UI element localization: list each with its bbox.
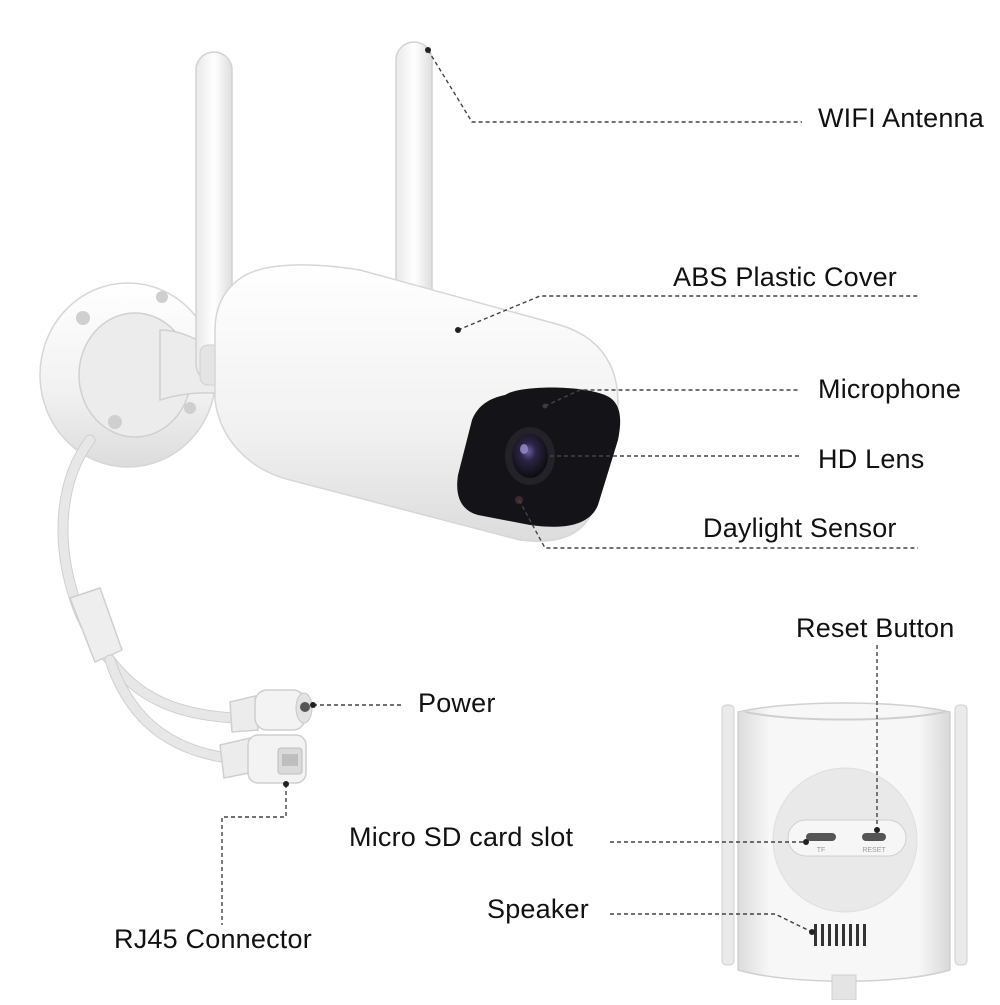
leader-lines <box>221 47 918 935</box>
reset-button-hole <box>862 833 886 841</box>
leader-speaker <box>610 913 813 933</box>
cables <box>57 434 241 764</box>
speaker-grille <box>814 924 866 946</box>
camera-body <box>214 264 621 542</box>
label-power: Power <box>418 688 496 718</box>
antenna-right <box>395 41 433 318</box>
label-rj45: RJ45 Connector <box>114 924 312 954</box>
leader-rj45 <box>221 784 287 925</box>
label-daylight-sensor: Daylight Sensor <box>703 513 897 543</box>
label-reset-button: Reset Button <box>796 613 955 643</box>
label-abs-cover: ABS Plastic Cover <box>673 262 897 292</box>
leader-wifi-antenna <box>427 49 802 123</box>
leader-microphone <box>544 389 800 407</box>
camera-back-view: TF RESET <box>721 702 968 1001</box>
label-speaker: Speaker <box>487 894 589 924</box>
slot-reset-label: RESET <box>862 847 886 854</box>
rj45-connector <box>219 734 307 784</box>
label-hd-lens: HD Lens <box>818 444 925 474</box>
label-micro-sd: Micro SD card slot <box>349 822 574 852</box>
label-wifi-antenna: WIFI Antenna <box>818 103 984 133</box>
leader-abs-cover <box>457 295 918 331</box>
label-microphone: Microphone <box>818 374 962 404</box>
slot-tf-label: TF <box>817 847 826 854</box>
power-connector <box>229 689 313 733</box>
micro-sd-slot <box>806 833 836 841</box>
leader-daylight-sensor <box>518 499 918 549</box>
